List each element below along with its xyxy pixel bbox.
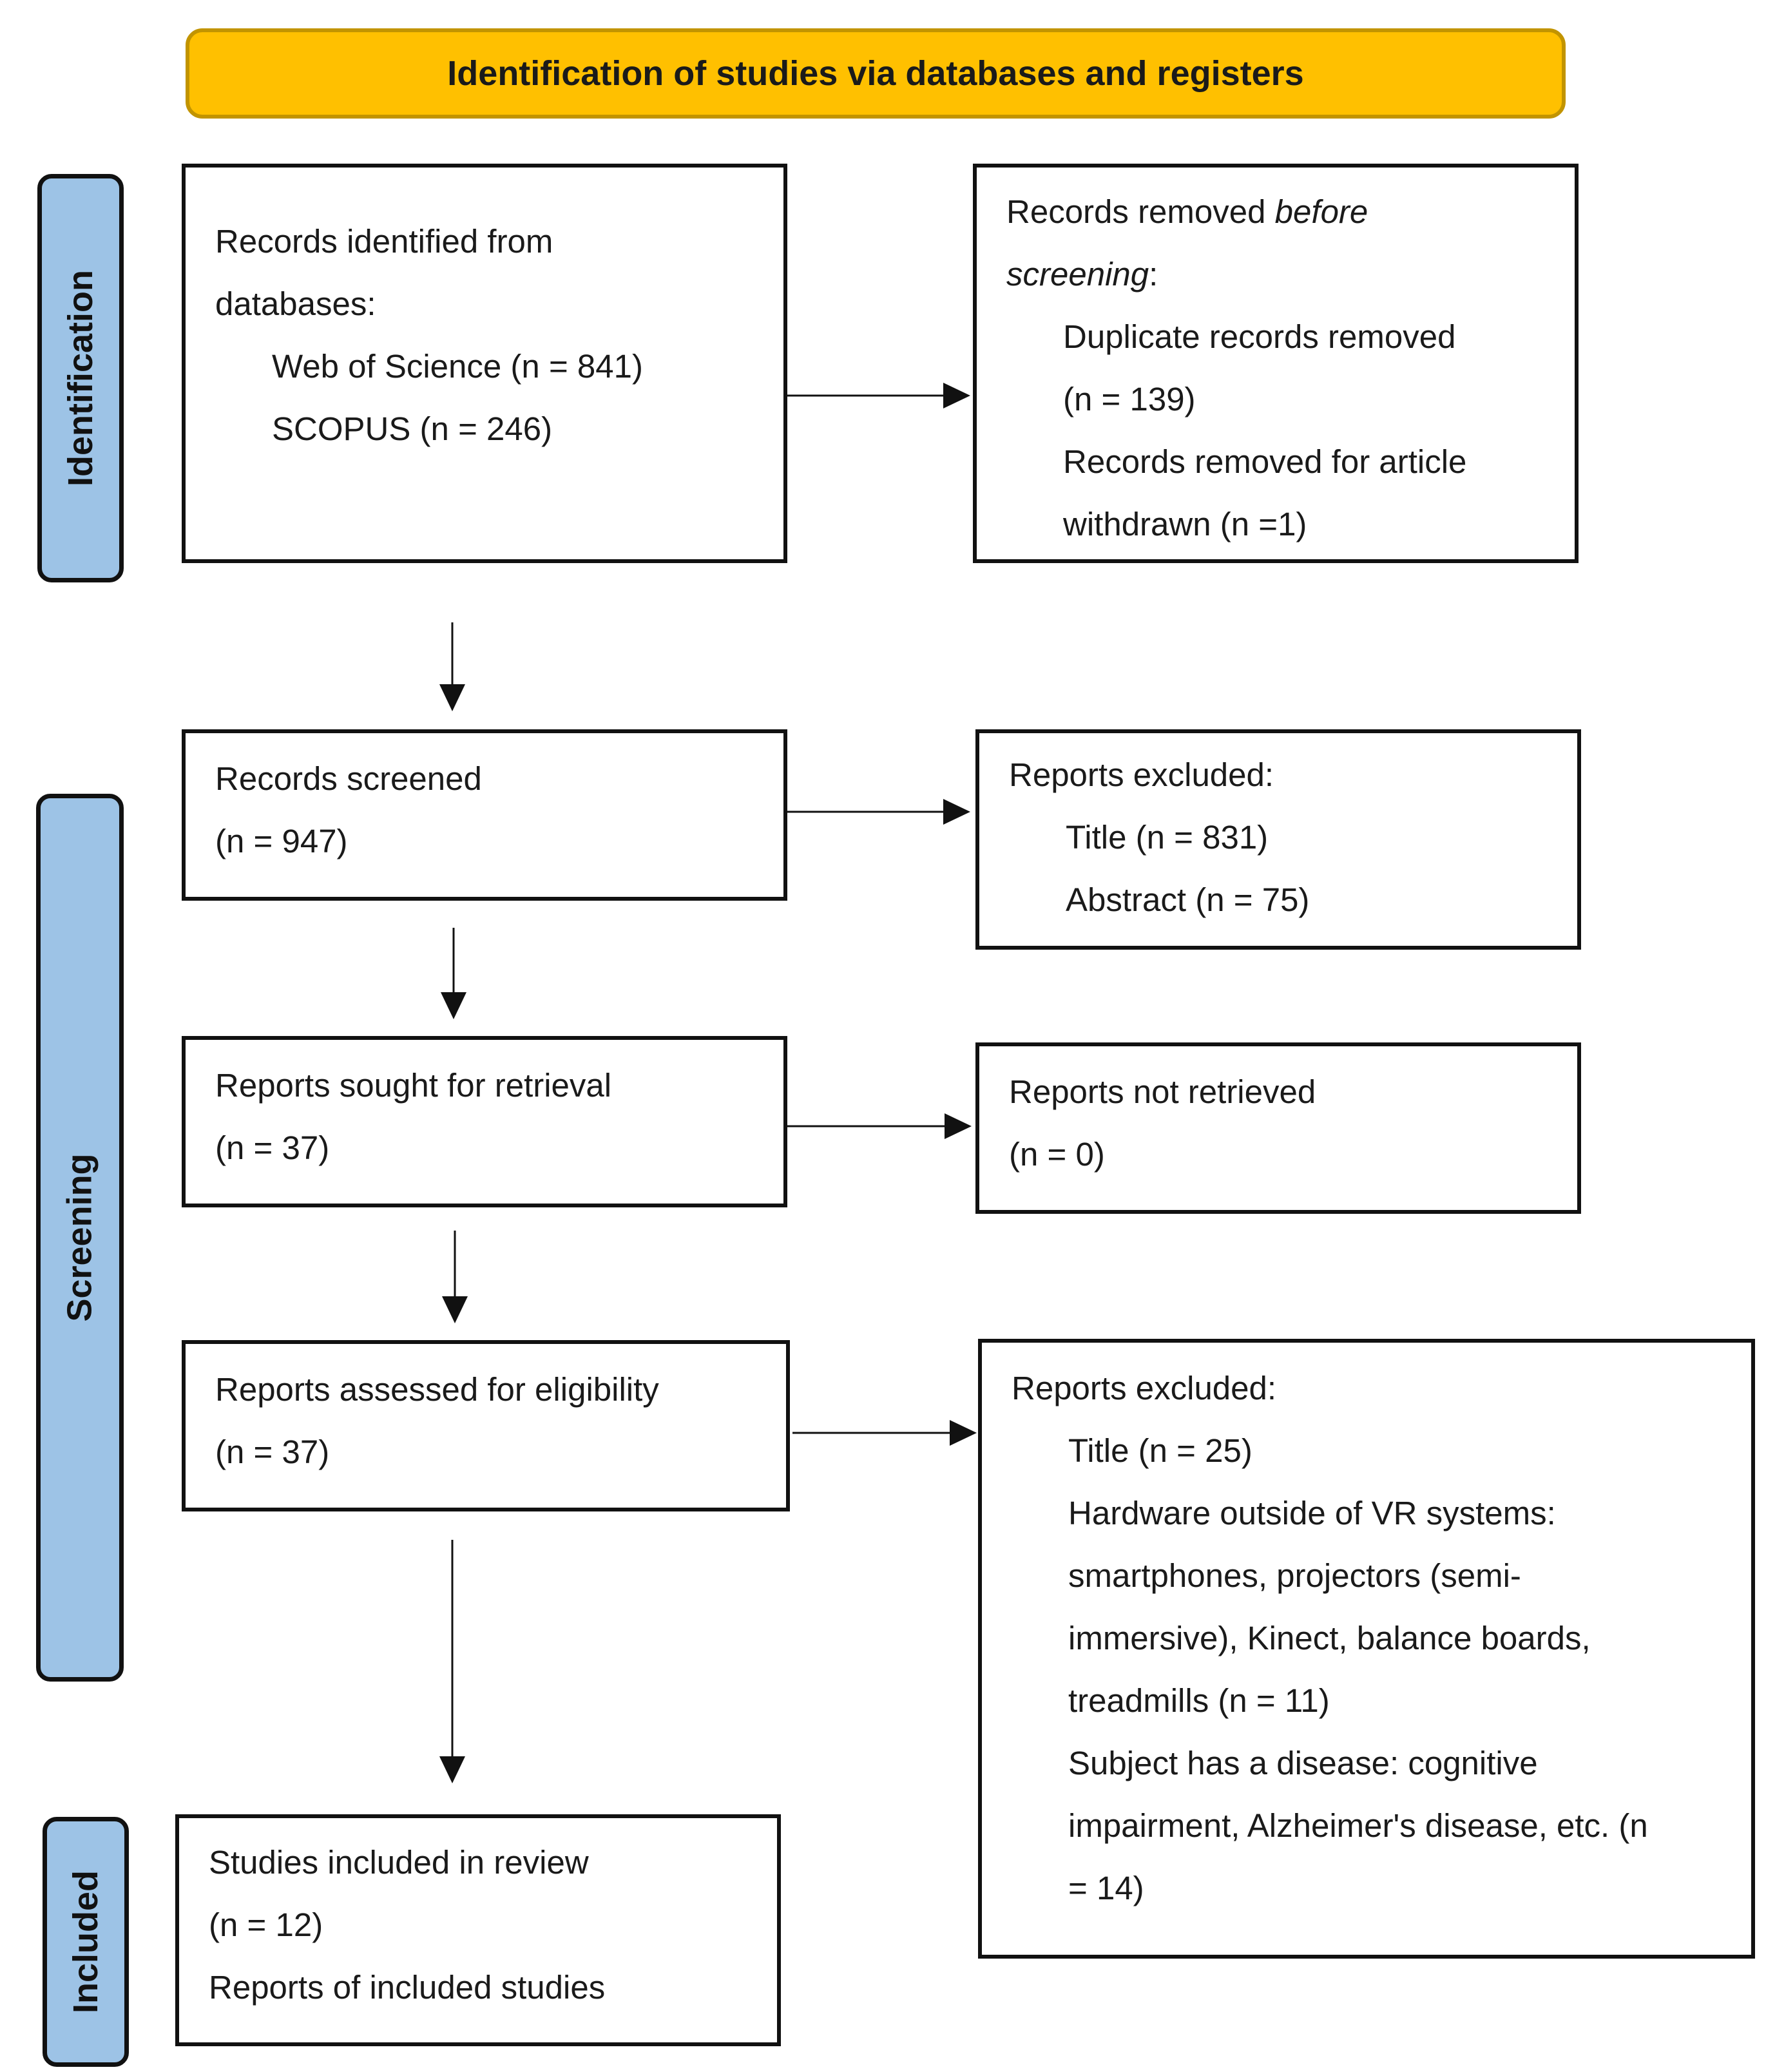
reports-assessed-box: Reports assessed for eligibility (n = 37… bbox=[182, 1340, 790, 1511]
records-identified-line2: databases: bbox=[215, 285, 376, 322]
screening-emphasis: screening bbox=[1006, 256, 1149, 293]
reports-sought-label: Reports sought for retrieval bbox=[215, 1067, 612, 1104]
reports-not-retrieved-box: Reports not retrieved (n = 0) bbox=[975, 1042, 1581, 1214]
records-screened-label: Records screened bbox=[215, 760, 482, 797]
excluded-disease-line1: Subject has a disease: cognitive bbox=[1068, 1745, 1538, 1781]
records-removed-title-line2: screening: bbox=[1006, 256, 1158, 293]
studies-included-line1: Studies included in review bbox=[209, 1844, 589, 1881]
reports-sought-count: (n = 37) bbox=[215, 1129, 330, 1166]
reports-excluded-eligibility-label: Reports excluded: bbox=[1012, 1370, 1277, 1406]
records-screened-box: Records screened (n = 947) bbox=[182, 729, 787, 901]
excluded-hardware-line4: treadmills (n = 11) bbox=[1068, 1682, 1330, 1719]
reports-excluded-eligibility-box: Reports excluded: Title (n = 25) Hardwar… bbox=[978, 1339, 1755, 1959]
excluded-hardware-line2: smartphones, projectors (semi- bbox=[1068, 1557, 1521, 1594]
reports-not-retrieved-label: Reports not retrieved bbox=[1009, 1073, 1316, 1110]
reports-not-retrieved-count: (n = 0) bbox=[1009, 1136, 1105, 1173]
records-identified-line1: Records identified from bbox=[215, 223, 553, 260]
studies-included-box: Studies included in review (n = 12) Repo… bbox=[175, 1814, 781, 2046]
withdrawn-removed-label: Records removed for article bbox=[1063, 443, 1467, 480]
stage-identification: Identification bbox=[37, 174, 124, 582]
excluded-title-count: Title (n = 831) bbox=[1066, 819, 1269, 856]
stage-screening: Screening bbox=[36, 794, 124, 1682]
records-removed-title-line1: Records removed before bbox=[1006, 193, 1368, 230]
header-banner: Identification of studies via databases … bbox=[186, 28, 1566, 119]
reports-included-line: Reports of included studies bbox=[209, 1969, 606, 2006]
excluded-disease-line3: = 14) bbox=[1068, 1870, 1144, 1906]
arrowhead-right-2 bbox=[943, 799, 970, 825]
reports-excluded-screening-box: Reports excluded: Title (n = 831) Abstra… bbox=[975, 729, 1581, 950]
before-emphasis: before bbox=[1274, 193, 1368, 230]
arrowhead-down-4 bbox=[439, 1756, 465, 1783]
reports-excluded-screening-label: Reports excluded: bbox=[1009, 756, 1274, 793]
reports-assessed-count: (n = 37) bbox=[215, 1434, 330, 1470]
arrowhead-down-1 bbox=[439, 684, 465, 711]
source-scopus: SCOPUS (n = 246) bbox=[272, 410, 553, 447]
header-title: Identification of studies via databases … bbox=[447, 54, 1304, 93]
withdrawn-removed-count: withdrawn (n =1) bbox=[1063, 506, 1307, 542]
excluded-disease-line2: impairment, Alzheimer's disease, etc. (n bbox=[1068, 1807, 1648, 1844]
records-removed-box: Records removed before screening: Duplic… bbox=[973, 164, 1579, 563]
arrowhead-down-3 bbox=[442, 1296, 468, 1323]
studies-included-count: (n = 12) bbox=[209, 1906, 323, 1943]
source-web-of-science: Web of Science (n = 841) bbox=[272, 348, 643, 385]
reports-sought-box: Reports sought for retrieval (n = 37) bbox=[182, 1036, 787, 1207]
arrowhead-right-3 bbox=[945, 1113, 972, 1139]
duplicates-removed-count: (n = 139) bbox=[1063, 381, 1196, 417]
records-identified-box: Records identified from databases: Web o… bbox=[182, 164, 787, 563]
arrowhead-right-4 bbox=[950, 1420, 977, 1446]
reports-assessed-label: Reports assessed for eligibility bbox=[215, 1371, 659, 1408]
excluded-hardware-line1: Hardware outside of VR systems: bbox=[1068, 1495, 1556, 1531]
duplicates-removed-label: Duplicate records removed bbox=[1063, 318, 1456, 355]
arrowhead-down-2 bbox=[441, 992, 466, 1019]
excluded-hardware-line3: immersive), Kinect, balance boards, bbox=[1068, 1620, 1591, 1656]
excluded-eligibility-title: Title (n = 25) bbox=[1068, 1432, 1253, 1469]
arrowhead-right-1 bbox=[943, 383, 970, 408]
stage-included: Included bbox=[43, 1817, 129, 2067]
excluded-abstract-count: Abstract (n = 75) bbox=[1066, 881, 1310, 918]
records-screened-count: (n = 947) bbox=[215, 823, 348, 859]
